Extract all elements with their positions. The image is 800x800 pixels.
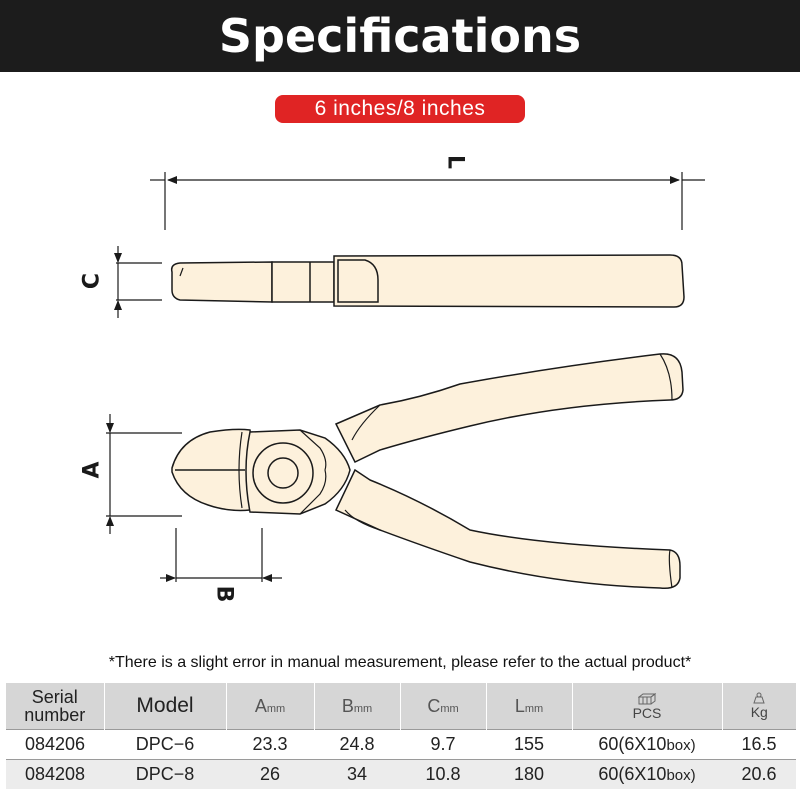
cell-b: 34 (314, 759, 400, 789)
header-b: Bmm (314, 683, 401, 730)
size-badge: 6 inches/8 inches (275, 95, 525, 123)
title-bar: Specifications (0, 0, 800, 72)
dimension-label-c: C (80, 273, 105, 289)
header-model: Model (104, 683, 227, 730)
measurement-note: *There is a slight error in manual measu… (108, 654, 692, 671)
pliers-dimension-diagram: L C (80, 155, 705, 602)
cell-kg: 20.6 (722, 759, 796, 789)
header-a: Amm (226, 683, 315, 730)
pliers-top-view (171, 353, 684, 590)
cell-pcs: 60(6X10box) (572, 729, 722, 760)
cell-l: 155 (486, 729, 572, 760)
dimension-label-a: A (80, 461, 105, 478)
header-pcs: PCS (572, 683, 723, 730)
weight-icon (753, 692, 765, 704)
header-l: Lmm (486, 683, 573, 730)
cell-b: 24.8 (314, 729, 400, 760)
header-kg: Kg (722, 683, 796, 730)
dimension-label-l: L (443, 155, 468, 169)
cell-serial: 084208 (6, 759, 104, 789)
cell-c: 10.8 (400, 759, 486, 789)
dimension-c: C (80, 246, 162, 318)
cell-model: DPC−6 (104, 729, 226, 760)
dimension-label-b: B (212, 586, 237, 603)
page-title: Specifications (218, 9, 582, 63)
cell-model: DPC−8 (104, 759, 226, 789)
dimension-a: A (80, 414, 182, 534)
cell-l: 180 (486, 759, 572, 789)
boxes-icon (638, 692, 656, 704)
table-row: 084208 DPC−8 26 34 10.8 180 60(6X10box) … (6, 759, 796, 789)
cell-serial: 084206 (6, 729, 104, 760)
cell-pcs: 60(6X10box) (572, 759, 722, 789)
cell-a: 23.3 (226, 729, 314, 760)
dimension-l: L (150, 155, 705, 230)
cell-kg: 16.5 (722, 729, 796, 760)
pliers-side-view (170, 254, 685, 308)
header-c: Cmm (400, 683, 487, 730)
dimension-b: B (160, 528, 282, 602)
table-row: 084206 DPC−6 23.3 24.8 9.7 155 60(6X10bo… (6, 729, 796, 760)
cell-a: 26 (226, 759, 314, 789)
cell-c: 9.7 (400, 729, 486, 760)
